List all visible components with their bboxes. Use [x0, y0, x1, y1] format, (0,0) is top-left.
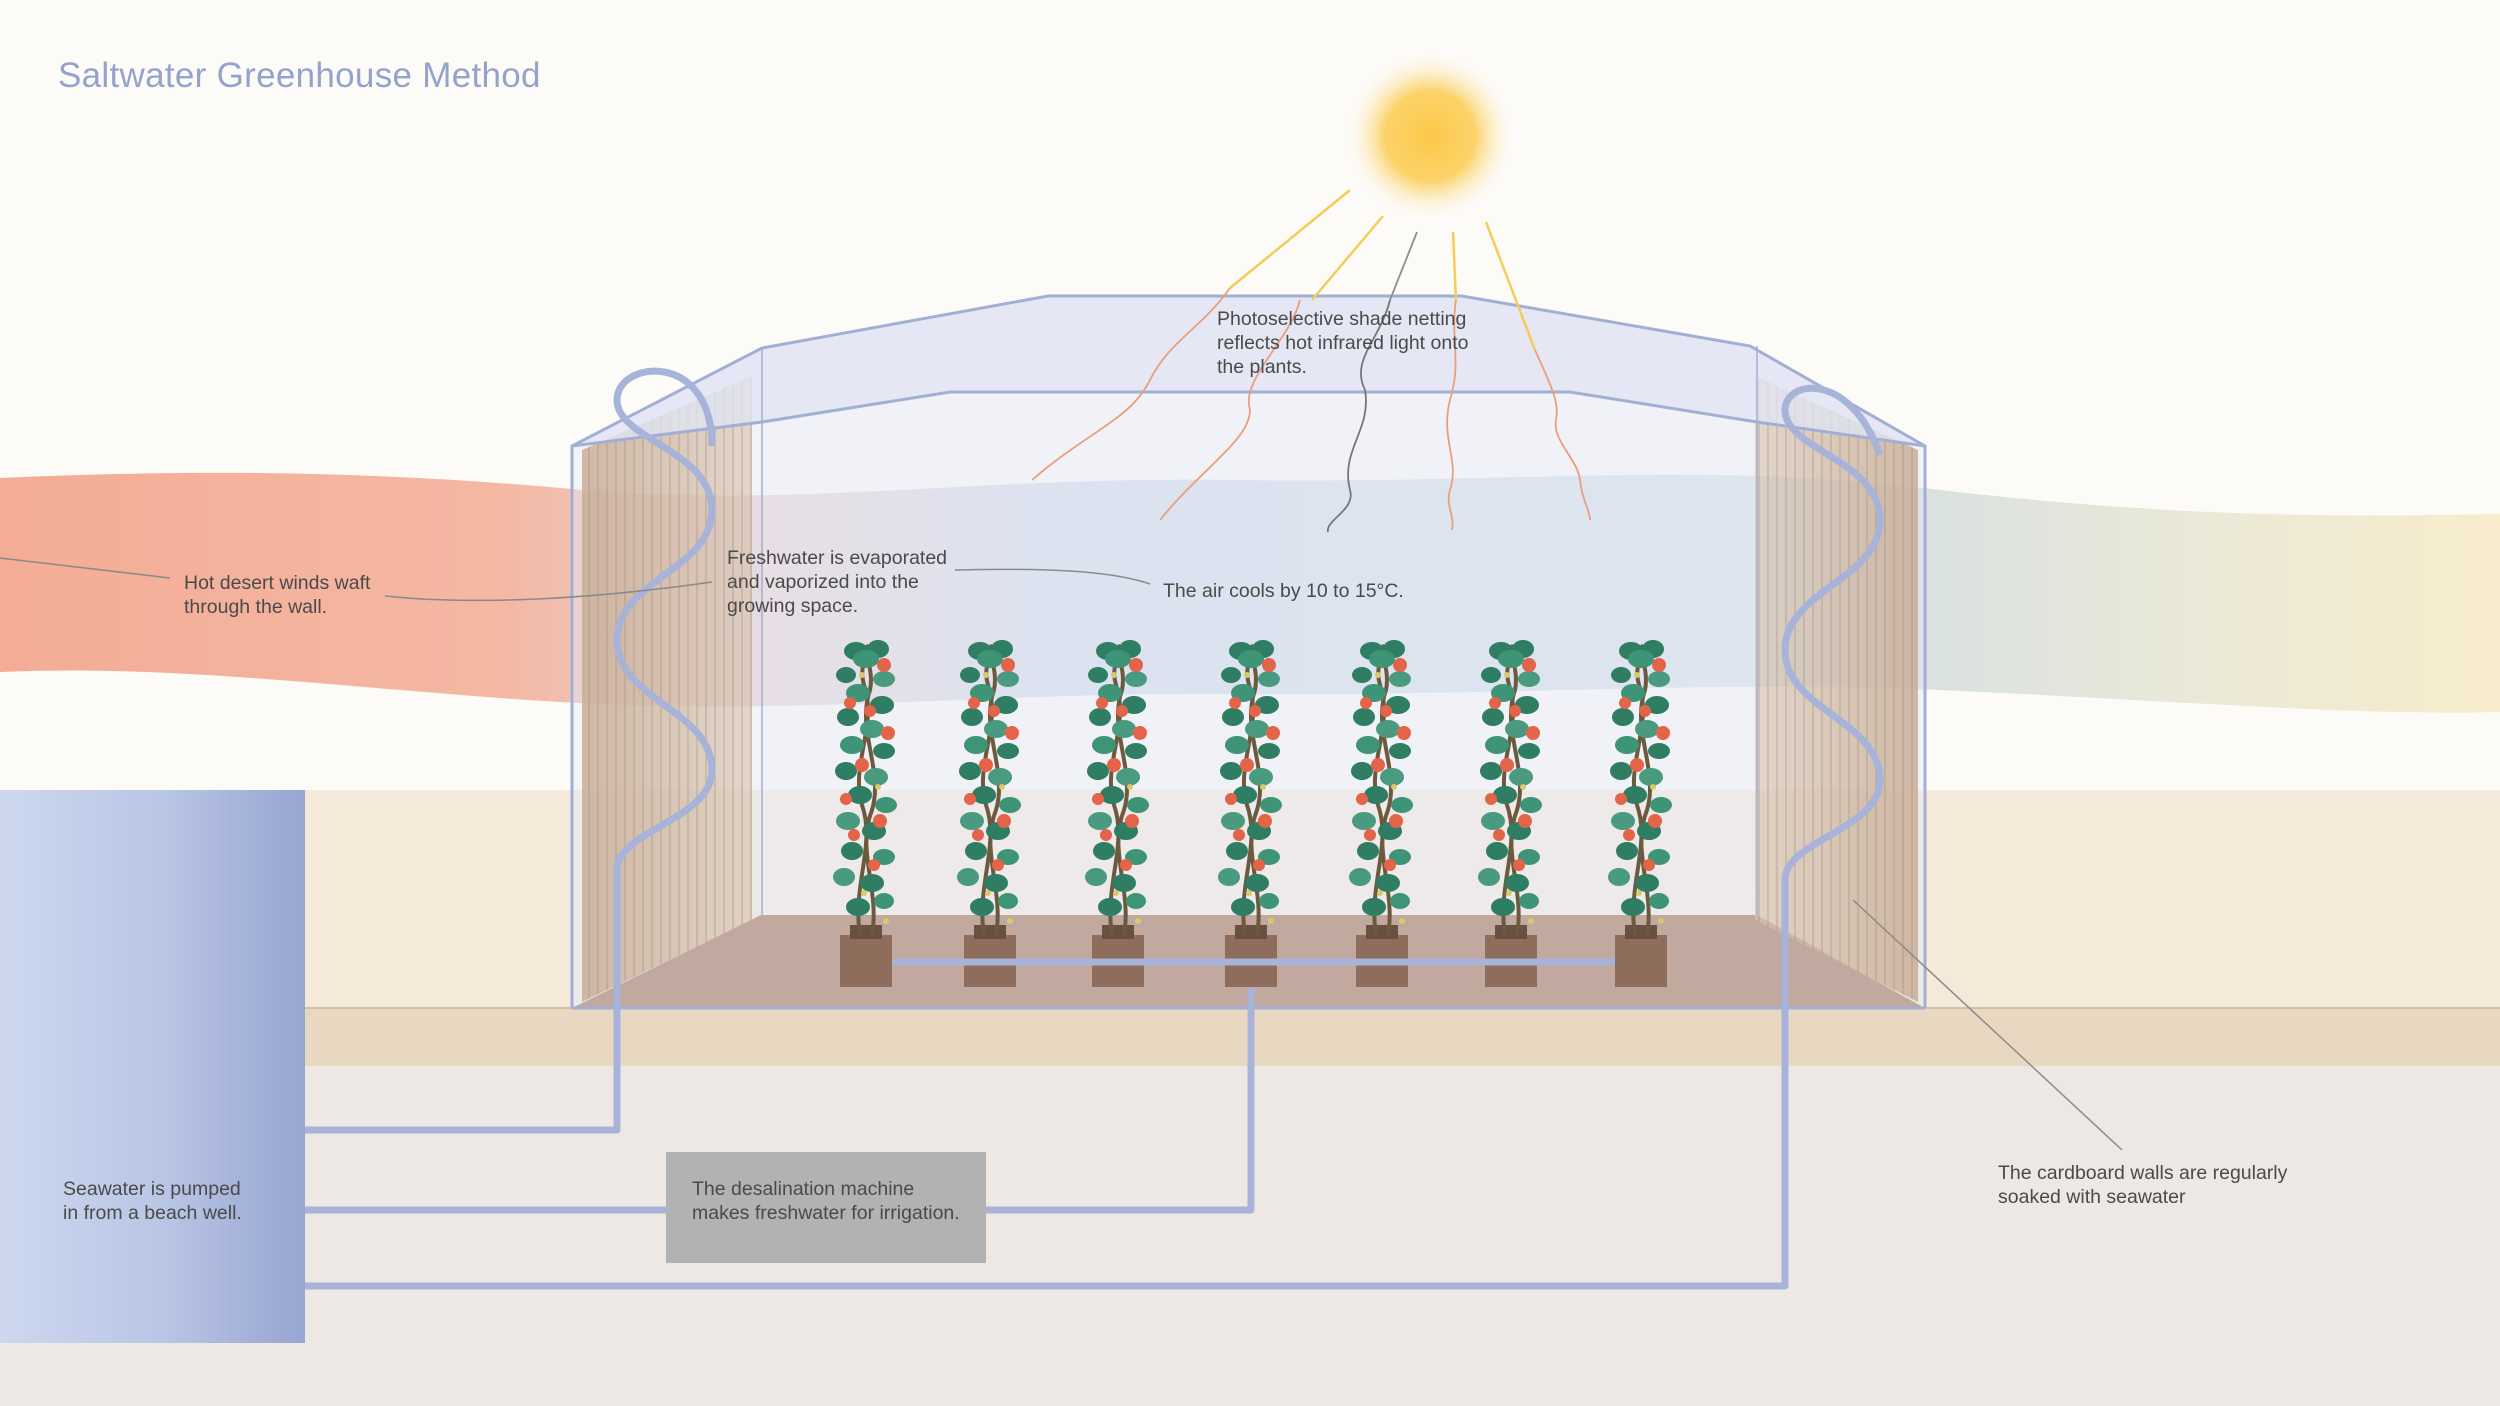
sun-icon [1348, 54, 1512, 218]
label-cardboard-walls: The cardboard walls are regularly soaked… [1998, 1162, 2288, 1208]
water-pipes [305, 367, 1884, 1290]
beach-well [0, 790, 305, 1343]
greenhouse-roof [572, 296, 1925, 446]
sun-rays [1031, 189, 1591, 533]
label-air-cools: The air cools by 10 to 15°C. [1163, 580, 1404, 602]
leader-lines [0, 557, 2123, 1151]
label-seawater-pumped: Seawater is pumped in from a beach well. [63, 1178, 242, 1224]
label-shade-netting: Photoselective shade netting reflects ho… [1217, 308, 1469, 378]
label-desert-winds: Hot desert winds waft through the wall. [184, 572, 371, 618]
label-desalination: The desalination machine makes freshwate… [692, 1178, 960, 1224]
label-freshwater-evaporated: Freshwater is evaporated and vaporized i… [727, 547, 948, 617]
cardboard-wall-right [1755, 376, 1918, 1002]
cardboard-wall-left [582, 376, 752, 1002]
diagram-title: Saltwater Greenhouse Method [58, 56, 541, 95]
desalination-machine [666, 1152, 986, 1263]
